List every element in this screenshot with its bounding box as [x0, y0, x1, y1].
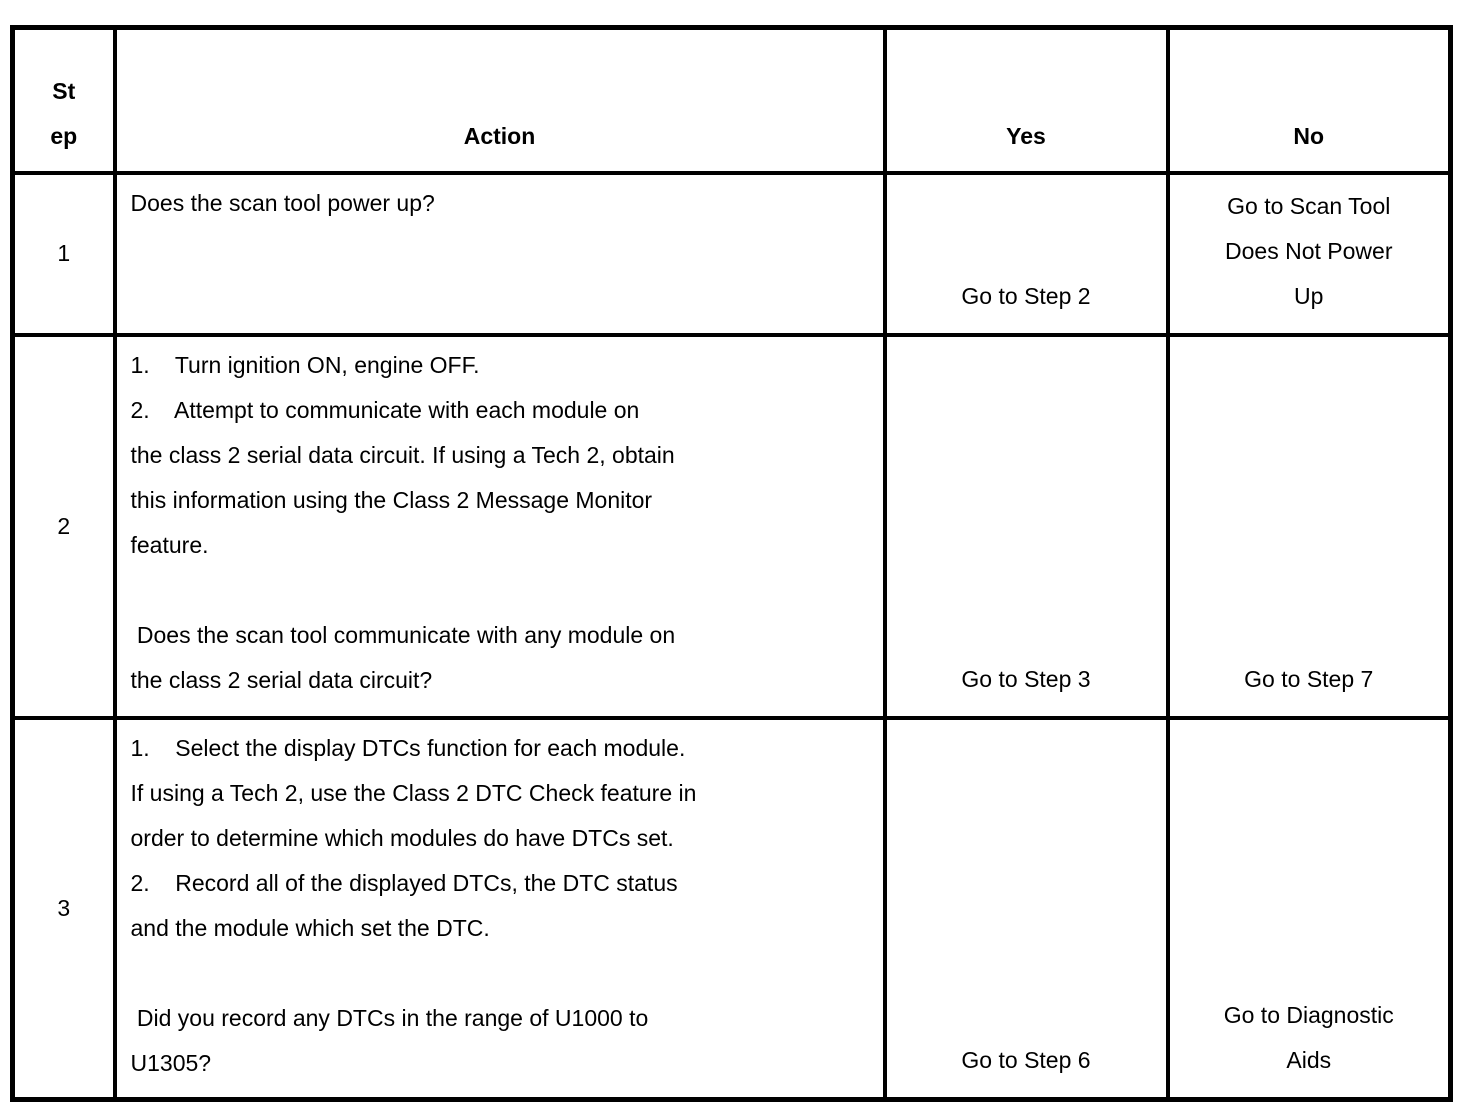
header-action: Action: [112, 25, 887, 175]
table-row-step-1: 1 Does the scan tool power up? Go to Ste…: [10, 170, 1453, 337]
step-number: 1: [10, 170, 117, 337]
diagnostic-table: St ep Action Yes No 1 Does the scan tool…: [10, 25, 1453, 1102]
step-number: 3: [10, 715, 117, 1102]
action-text: 1. Select the display DTCs function for …: [112, 715, 887, 1102]
yes-cell: Go to Step 6: [882, 715, 1170, 1102]
no-cell: Go to Scan Tool Does Not Power Up: [1165, 170, 1453, 337]
action-text: 1. Turn ignition ON, engine OFF. 2. Atte…: [112, 332, 887, 720]
action-text: Does the scan tool power up?: [112, 170, 887, 337]
yes-cell: Go to Step 3: [882, 332, 1170, 720]
table-row-step-2: 2 1. Turn ignition ON, engine OFF. 2. At…: [10, 332, 1453, 720]
table-row-step-3: 3 1. Select the display DTCs function fo…: [10, 715, 1453, 1102]
header-step: St ep: [10, 25, 117, 175]
yes-cell: Go to Step 2: [882, 170, 1170, 337]
step-number: 2: [10, 332, 117, 720]
table-header-row: St ep Action Yes No: [10, 25, 1453, 175]
no-cell: Go to Step 7: [1165, 332, 1453, 720]
no-cell: Go to Diagnostic Aids: [1165, 715, 1453, 1102]
header-yes: Yes: [882, 25, 1170, 175]
header-no: No: [1165, 25, 1453, 175]
